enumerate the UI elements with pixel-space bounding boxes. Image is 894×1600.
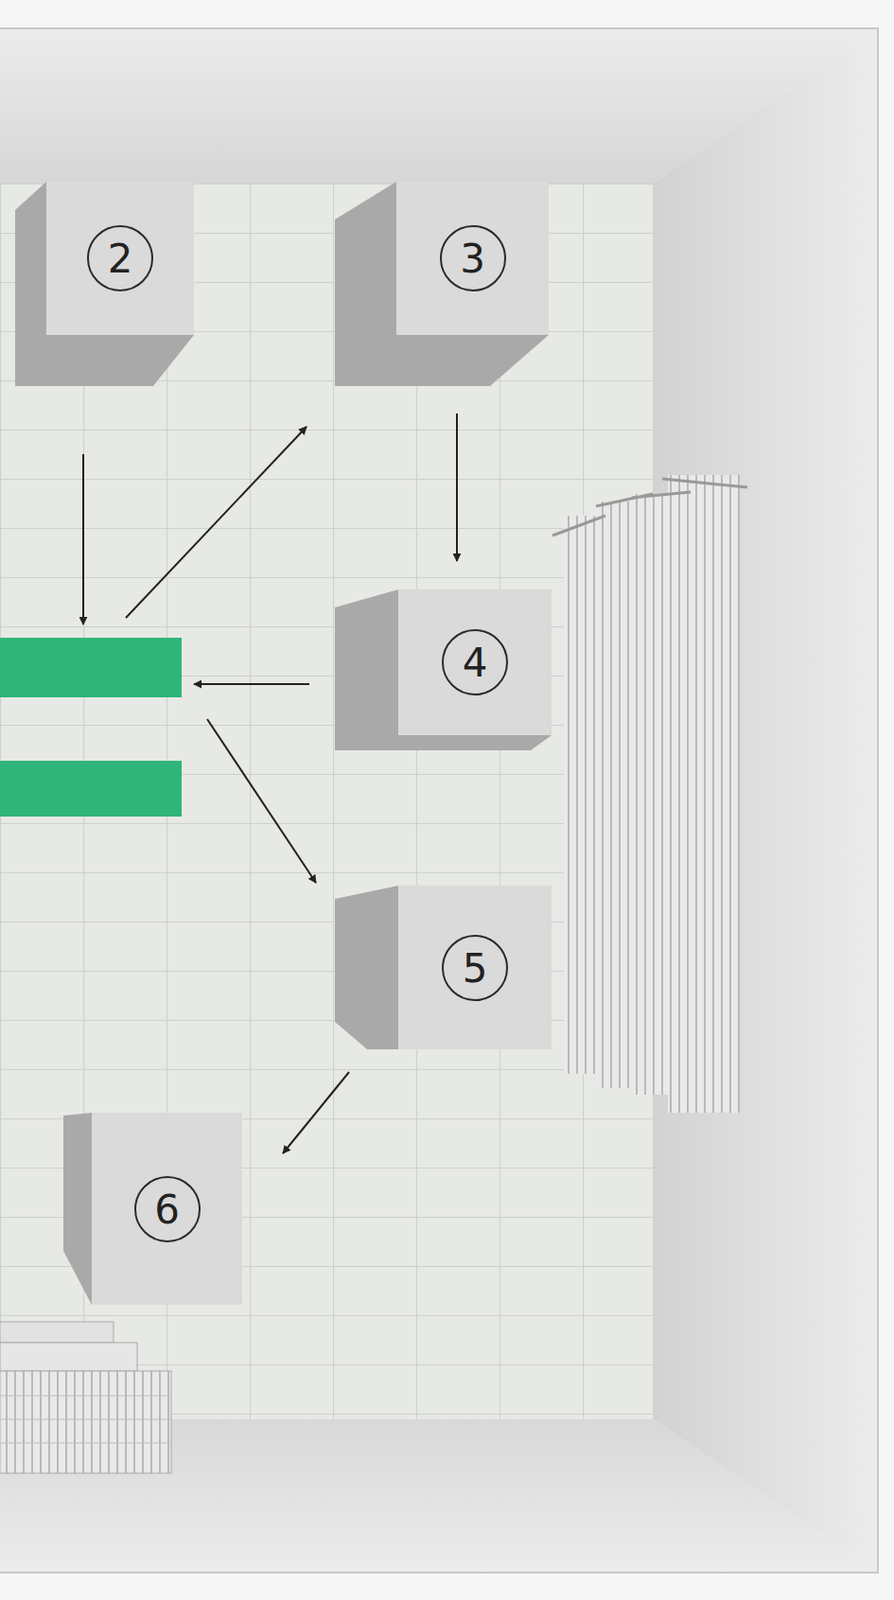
callout-number: 4 [441,629,509,696]
callout-number: 5 [441,934,509,1001]
cube-box: 3 [396,181,549,335]
cube-box: 2 [46,181,194,335]
callout-number: 2 [87,225,154,292]
flow-arrow [455,413,458,561]
callout-number: 3 [439,225,507,292]
callout-number: 6 [134,1175,201,1243]
flow-arrow [282,1071,350,1154]
cube-box: 6 [91,1112,243,1305]
cube-box: 4 [398,589,552,736]
cube-box: 5 [398,885,552,1050]
